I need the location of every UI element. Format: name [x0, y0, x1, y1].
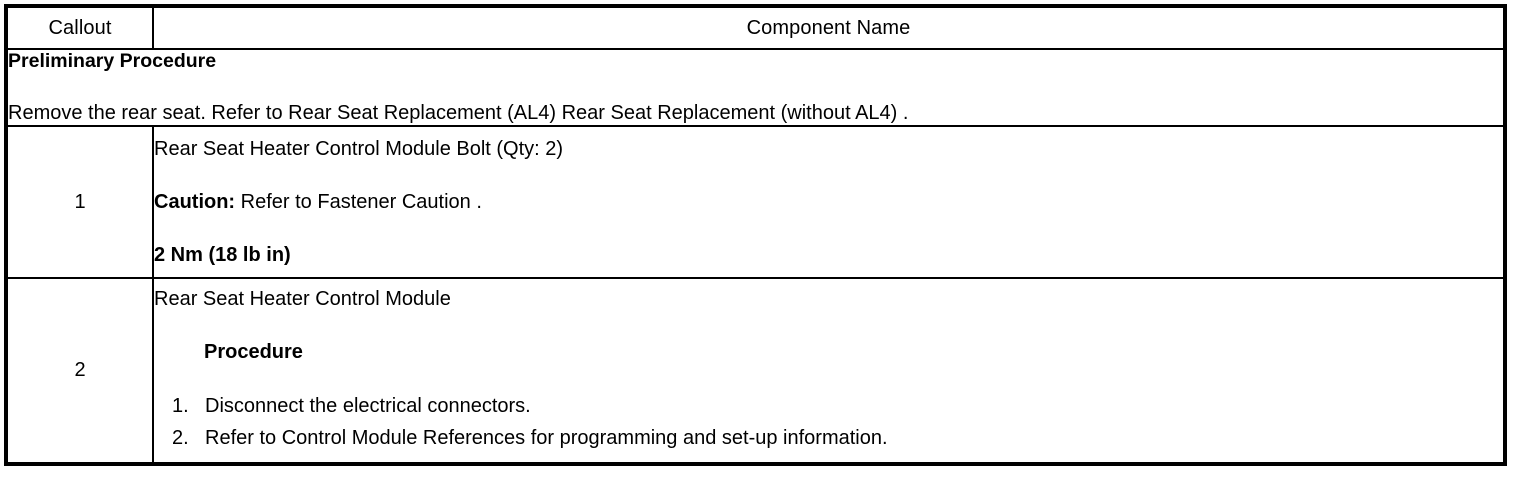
- preliminary-procedure-title: Preliminary Procedure: [8, 50, 217, 72]
- step-number: 2.: [172, 426, 189, 449]
- caution-note-1: Caution: Refer to Fastener Caution .: [154, 191, 1503, 214]
- list-item: 1. Disconnect the electrical connectors.: [154, 390, 1503, 422]
- caution-label: Caution:: [154, 190, 236, 213]
- table-row: 1 Rear Seat Heater Control Module Bolt (…: [5, 125, 1506, 280]
- procedure-heading-2: Procedure: [204, 340, 303, 363]
- step-text: Disconnect the electrical connectors.: [205, 394, 531, 417]
- list-item: 2. Refer to Control Module References for…: [154, 422, 1503, 454]
- preliminary-procedure-text: Remove the rear seat. Refer to Rear Seat…: [8, 102, 909, 125]
- table-row: 2 Rear Seat Heater Control Module Proced…: [5, 277, 1506, 466]
- torque-spec-1: 2 Nm (18 lb in): [154, 243, 291, 266]
- component-name-2: Rear Seat Heater Control Module: [154, 287, 451, 310]
- table-header-row: Callout Component Name: [5, 5, 1506, 50]
- caution-text: Refer to Fastener Caution .: [235, 190, 482, 213]
- service-procedure-table-container: Callout Component Name Preliminary Proce…: [4, 4, 1507, 467]
- preliminary-procedure-cell: Preliminary Procedure Remove the rear se…: [5, 47, 1506, 128]
- component-name-1: Rear Seat Heater Control Module Bolt (Qt…: [154, 137, 564, 160]
- step-number: 1.: [172, 394, 189, 417]
- service-procedure-table: Callout Component Name Preliminary Proce…: [4, 4, 1507, 467]
- callout-number-2: 2: [5, 277, 154, 466]
- step-text: Refer to Control Module References for p…: [205, 426, 888, 449]
- component-detail-2: Rear Seat Heater Control Module Procedur…: [152, 277, 1506, 466]
- header-component-name: Component Name: [152, 5, 1506, 50]
- preliminary-procedure-row: Preliminary Procedure Remove the rear se…: [5, 47, 1506, 128]
- header-callout: Callout: [5, 5, 154, 50]
- callout-number-1: 1: [5, 125, 154, 280]
- procedure-step-list: 1.Disconnect the electrical connectors. …: [154, 390, 1503, 454]
- component-detail-1: Rear Seat Heater Control Module Bolt (Qt…: [152, 125, 1506, 280]
